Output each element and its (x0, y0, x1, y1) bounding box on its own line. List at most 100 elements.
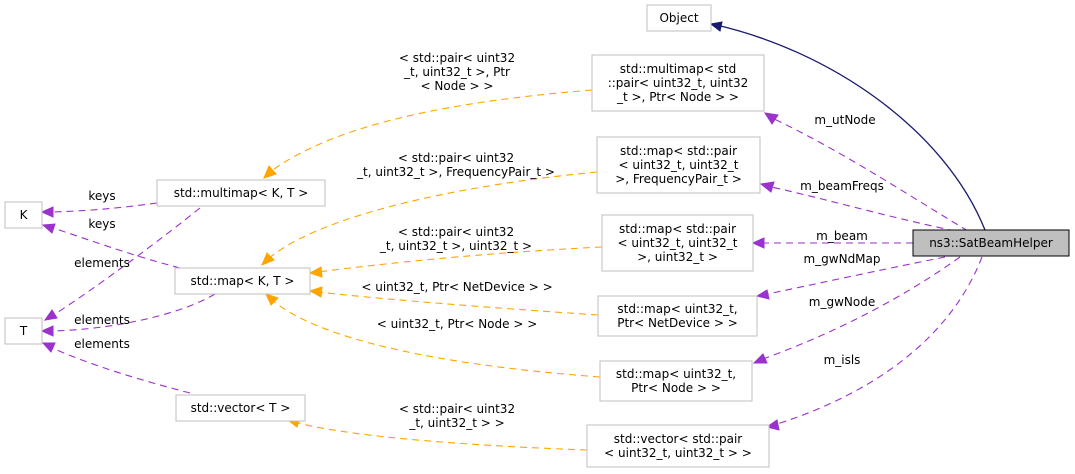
edge-label-m-isls: m_isls (824, 353, 861, 367)
node-label-line: std::multimap< std (620, 62, 736, 76)
node-map-kt[interactable]: std::map< K, T > (174, 267, 311, 295)
edge-elements-vector (49, 346, 191, 394)
node-label-line: K (20, 208, 29, 222)
node-box (4, 317, 43, 345)
node-label-line: _t >, Ptr< Node > > (616, 90, 739, 104)
node-label-line: >, uint32_t > (637, 250, 718, 264)
edge-label-line: m_gwNdMap (803, 252, 880, 266)
arrowhead-template-freq (261, 252, 275, 266)
edge-label-line: _t, uint32_t >, FrequencyPair_t > (356, 165, 555, 179)
arrowhead-template-netdevice (308, 286, 323, 298)
edge-template-netdevice (317, 291, 599, 316)
edge-label-m-beam: m_beam (816, 229, 868, 243)
node-label-line: std::vector< std::pair (614, 432, 743, 446)
edge-label-tmpl-uint: < std::pair< uint32_t, uint32_t >, uint3… (379, 225, 532, 253)
edge-label-line: keys (88, 217, 115, 231)
node-label-line: Ptr< Node > > (631, 381, 721, 395)
node-multimap-pair-node[interactable]: std::multimap< std::pair< uint32_t, uint… (591, 54, 765, 112)
node-box (646, 4, 712, 32)
node-box (156, 179, 326, 207)
node-box (596, 136, 761, 194)
node-vector-t[interactable]: std::vector< T > (175, 394, 306, 422)
edge-label-line: < std::pair< uint32 (398, 225, 514, 239)
arrowhead-m-beam (751, 237, 765, 249)
edge-label-line: < std::pair< uint32 (399, 402, 515, 416)
arrowhead-m-gwNdMap (755, 289, 770, 300)
edge-m-isls (773, 256, 983, 426)
arrowhead-elements-vector (41, 342, 56, 353)
edge-label-line: < uint32_t, Ptr< Node > > (377, 317, 538, 331)
node-label-line: std::multimap< K, T > (174, 186, 309, 200)
node-box (174, 267, 311, 295)
node-label-line: Object (659, 11, 698, 25)
arrowhead-object (709, 21, 723, 32)
edge-label-line: _t, uint32_t >, uint32_t > (379, 239, 532, 253)
edge-label-tmpl-multimap: < std::pair< uint32_t, uint32_t >, Ptr< … (399, 51, 515, 93)
edge-label-m-gwNode: m_gwNode (809, 295, 875, 309)
node-box (4, 201, 43, 229)
edge-label-m-beamFreqs: m_beamFreqs (800, 179, 884, 193)
edge-elements-map (49, 293, 216, 332)
edge-label-elements-multimap: elements (74, 256, 130, 270)
edge-keys-map (49, 226, 181, 269)
node-box (175, 394, 306, 422)
arrowhead-keys-map (41, 223, 56, 234)
arrowhead-m-isls (765, 419, 780, 431)
node-label-line: std::map< K, T > (191, 274, 295, 288)
node-map-uint-node[interactable]: std::map< uint32_t,Ptr< Node > > (599, 360, 753, 402)
edge-label-line: elements (74, 313, 130, 327)
edge-label-elements-map: elements (74, 313, 130, 327)
edge-label-tmpl-netdevice: < uint32_t, Ptr< NetDevice > > (361, 280, 552, 294)
edge-label-line: m_utNode (814, 113, 875, 127)
node-box (599, 360, 753, 402)
edge-label-line: < std::pair< uint32 (399, 51, 515, 65)
edge-m-utNode (769, 116, 969, 232)
arrowhead-elements-map (40, 325, 54, 337)
node-k[interactable]: K (4, 201, 43, 229)
node-object[interactable]: Object (646, 4, 712, 32)
arrowhead-m-beamFreqs (759, 181, 775, 193)
node-map-pair-freq[interactable]: std::map< std::pair< uint32_t, uint32_t>… (596, 136, 761, 194)
arrowhead-template-node (265, 293, 279, 306)
node-map-uint-netdevice[interactable]: std::map< uint32_t,Ptr< NetDevice > > (597, 295, 758, 337)
edge-label-keys-multimap: keys (88, 189, 115, 203)
edge-keys-multimap (49, 202, 158, 213)
edge-template-vector (294, 421, 588, 451)
node-label-line: std::map< std::pair (619, 222, 736, 236)
edge-label-line: _t, uint32_t >, Ptr (403, 65, 510, 79)
edge-label-keys-map: keys (88, 217, 115, 231)
node-label-line: >, FrequencyPair_t > (615, 172, 742, 186)
node-label-line: std::map< uint32_t, (617, 302, 737, 316)
node-box (912, 229, 1070, 257)
edge-inheritance-object (711, 23, 986, 231)
arrowhead-keys-multimap (40, 206, 54, 218)
node-t[interactable]: T (4, 317, 43, 345)
edge-template-multimap (269, 89, 593, 173)
edge-label-line: < Node > > (421, 79, 494, 93)
node-sat-beam-helper[interactable]: ns3::SatBeamHelper (912, 229, 1070, 257)
edge-label-tmpl-vector: < std::pair< uint32_t, uint32_t > > (399, 402, 515, 430)
edge-label-line: m_beam (816, 229, 868, 243)
node-label-line: < uint32_t, uint32_t (618, 236, 738, 250)
edge-label-line: m_beamFreqs (800, 179, 884, 193)
edge-label-tmpl-freq: < std::pair< uint32_t, uint32_t >, Frequ… (356, 151, 555, 179)
node-map-pair-uint[interactable]: std::map< std::pair< uint32_t, uint32_t>… (601, 214, 754, 272)
node-box (601, 214, 754, 272)
edge-label-line: m_gwNode (809, 295, 875, 309)
edge-template-node (271, 299, 601, 378)
edge-m-beamFreqs (766, 185, 956, 232)
edge-elements-multimap (51, 207, 201, 317)
node-multimap-kt[interactable]: std::multimap< K, T > (156, 179, 326, 207)
node-label-line: Ptr< NetDevice > > (617, 316, 738, 330)
arrowhead-template-uint (308, 266, 323, 278)
edge-label-line: elements (74, 337, 130, 351)
node-label-line: ns3::SatBeamHelper (929, 236, 1053, 250)
edge-label-line: keys (88, 189, 115, 203)
arrowhead-template-multimap (263, 165, 277, 179)
node-label-line: ::pair< uint32_t, uint32 (608, 76, 749, 90)
arrowhead-m-utNode (763, 112, 779, 125)
edge-label-line: < uint32_t, Ptr< NetDevice > > (361, 280, 552, 294)
node-vector-pair[interactable]: std::vector< std::pair< uint32_t, uint32… (586, 424, 770, 468)
edge-label-line: elements (74, 256, 130, 270)
